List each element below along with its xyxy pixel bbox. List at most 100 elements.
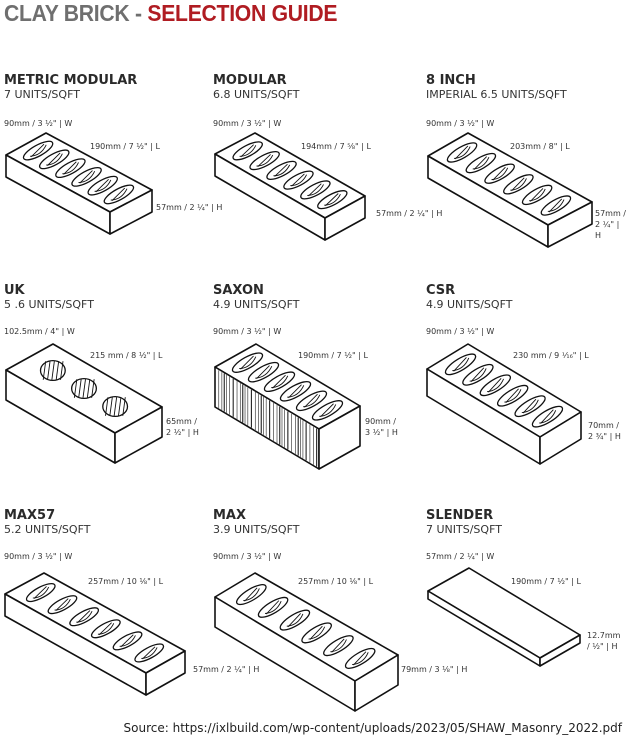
oval-core-hole	[446, 142, 478, 163]
oval-core-hole	[479, 374, 512, 397]
hole-inner-line	[505, 388, 519, 403]
dim-width: 90mm / 3 ½" | W	[213, 327, 282, 336]
oval-core-hole	[444, 353, 477, 376]
oval-core-hole	[344, 647, 376, 669]
dim-length: 257mm / 10 ⅛" | L	[298, 577, 374, 586]
brick-card-8-inch: 8 INCH IMPERIAL 6.5 UNITS/SQFT	[426, 73, 567, 101]
hole-inner-line	[82, 379, 86, 398]
oval-core-hole	[134, 643, 165, 663]
oval-core-hole	[462, 363, 494, 386]
dim-width: 90mm / 3 ½" | W	[213, 552, 282, 561]
hole-inner-line	[33, 586, 47, 599]
oval-core-hole	[231, 352, 264, 373]
brick-end-face	[318, 405, 361, 470]
dim-height: 57mm / 2 ¼" | H	[193, 665, 260, 674]
brick-card-modular: MODULAR 6.8 UNITS/SQFT	[213, 73, 299, 101]
oval-core-hole	[112, 631, 143, 651]
hole-inner-line	[244, 587, 258, 602]
brick-illustration	[427, 132, 593, 248]
dim-height: 57mm / 2 ¼" | H	[595, 209, 627, 240]
hole-inner-line	[113, 397, 118, 416]
circular-core-hole	[39, 359, 66, 382]
brick-units: 5.2 UNITS/SQFT	[4, 523, 91, 536]
brick-units: 6.8 UNITS/SQFT	[213, 88, 300, 101]
oval-core-hole	[496, 384, 529, 407]
oval-core-hole	[484, 163, 515, 184]
dim-height: 79mm / 3 ⅛" | H	[401, 665, 468, 674]
hole-inner-line	[470, 367, 485, 383]
brick-name: MAX57	[4, 508, 56, 523]
brick-card-max57: MAX57 5.2 UNITS/SQFT	[4, 508, 90, 536]
dim-height: 70mm / 2 ¾" | H	[588, 421, 621, 441]
hole-inner-line	[73, 379, 78, 398]
oval-core-hole	[465, 152, 497, 174]
hole-inner-line	[257, 154, 271, 167]
hole-inner-line	[42, 361, 47, 380]
hole-inner-line	[98, 622, 112, 636]
hole-inner-line	[265, 600, 280, 615]
hole-inner-line	[530, 188, 544, 202]
oval-core-hole	[247, 361, 280, 383]
oval-core-hole	[235, 584, 267, 606]
oval-core-hole	[103, 184, 135, 205]
hole-inner-line	[522, 398, 537, 414]
dim-height: 12.7mm / ½" | H	[587, 631, 621, 651]
hole-inner-line	[78, 379, 82, 398]
title-selection-guide: SELECTION GUIDE	[147, 0, 338, 26]
brick-end-face	[539, 634, 581, 667]
hole-inner-line	[353, 651, 367, 666]
brick-end-face	[324, 195, 366, 241]
hole-inner-line	[60, 361, 64, 380]
hole-inner-line	[95, 178, 109, 193]
hole-inner-line	[272, 374, 286, 389]
oval-core-hole	[317, 190, 348, 210]
brick-illustration	[426, 343, 582, 465]
dim-height: 57mm / 2 ¼" | H	[156, 203, 223, 212]
oval-core-hole	[266, 160, 297, 180]
circular-core-hole	[70, 377, 98, 400]
brick-name: SAXON	[213, 283, 264, 298]
oval-core-hole	[38, 149, 70, 170]
oval-core-hole	[25, 583, 56, 603]
hole-inner-line	[453, 357, 467, 372]
brick-card-uk: UK 5 .6 UNITS/SQFT	[4, 283, 94, 311]
brick-illustration	[214, 572, 399, 712]
oval-core-hole	[514, 395, 546, 418]
hole-inner-line	[142, 646, 156, 660]
dim-width: 90mm / 3 ½" | W	[426, 119, 495, 128]
brick-units: 4.9 UNITS/SQFT	[426, 298, 513, 311]
oval-core-hole	[90, 619, 121, 639]
brick-illustration	[4, 572, 186, 696]
dim-width: 90mm / 3 ½" | W	[426, 327, 495, 336]
oval-core-hole	[232, 141, 263, 161]
oval-core-hole	[47, 595, 78, 615]
hole-inner-line	[47, 152, 61, 166]
oval-core-hole	[301, 622, 332, 644]
brick-units: 5 .6 UNITS/SQFT	[4, 298, 94, 311]
oval-core-hole	[263, 371, 296, 393]
brick-end-face	[354, 654, 399, 712]
dim-width: 102.5mm / 4" | W	[4, 327, 75, 336]
hole-inner-line	[86, 379, 91, 398]
hole-inner-line	[77, 610, 91, 624]
dim-width: 57mm / 2 ¼" | W	[426, 552, 495, 561]
hole-inner-line	[308, 183, 322, 197]
hole-inner-line	[47, 361, 51, 380]
oval-core-hole	[22, 140, 54, 161]
oval-core-hole	[521, 184, 553, 206]
oval-core-hole	[87, 175, 119, 196]
circular-core-hole	[102, 395, 129, 418]
hole-inner-line	[30, 143, 45, 158]
hole-inner-line	[492, 166, 506, 181]
oval-core-hole	[55, 158, 86, 179]
hole-inner-line	[118, 397, 122, 416]
brick-name: METRIC MODULAR	[4, 73, 138, 88]
brick-illustration	[5, 132, 153, 235]
brick-card-saxon: SAXON 4.9 UNITS/SQFT	[213, 283, 299, 311]
hole-inner-line	[91, 379, 95, 398]
brick-card-metric-modular: METRIC MODULAR 7 UNITS/SQFT	[4, 73, 137, 101]
brick-illustration	[214, 343, 361, 470]
brick-name: UK	[4, 283, 25, 298]
oval-core-hole	[300, 180, 331, 200]
brick-units: 4.9 UNITS/SQFT	[213, 298, 300, 311]
